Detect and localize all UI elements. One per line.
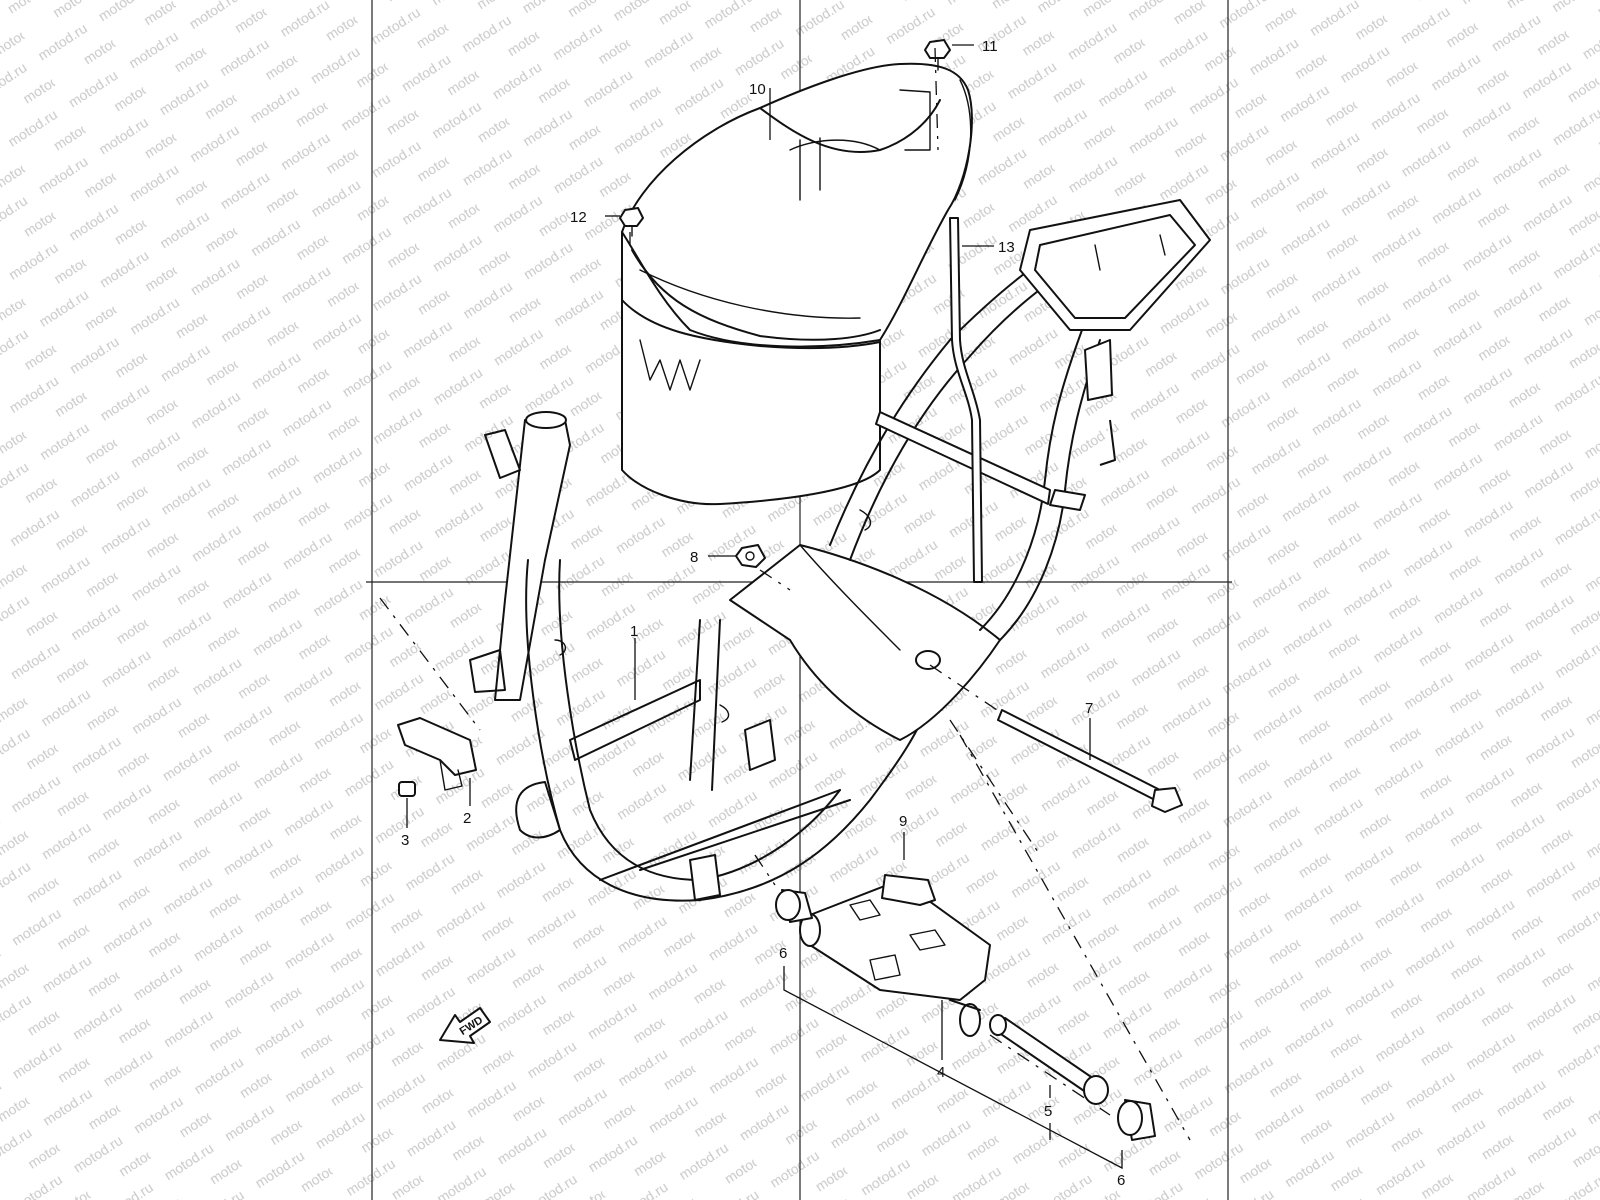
bushing-part-upper — [775, 889, 813, 923]
bolt-part-11 — [924, 39, 951, 71]
long-bolt-part — [997, 709, 1183, 813]
callout-5: 5 — [1044, 1103, 1052, 1120]
callout-10: 10 — [749, 81, 766, 98]
callout-1: 1 — [630, 623, 638, 640]
pivot-pipe-part — [989, 1014, 1109, 1105]
assembly-lines — [379, 47, 1191, 1141]
callout-3: 3 — [401, 832, 409, 849]
bolt-part-12 — [619, 207, 644, 237]
seat-box-part — [621, 62, 973, 506]
hose-part — [949, 217, 983, 583]
bracket-part — [397, 717, 477, 791]
rubber-pad-part — [881, 874, 936, 906]
pivot-bracket-part — [799, 879, 991, 1037]
callout-6-upper: 6 — [779, 945, 787, 962]
callout-2: 2 — [463, 810, 471, 827]
callout-12: 12 — [570, 209, 587, 226]
callout-4: 4 — [937, 1064, 945, 1081]
leader-lines — [406, 44, 1123, 1170]
callout-13: 13 — [998, 239, 1015, 256]
callout-9: 9 — [899, 813, 907, 830]
callout-6-lower: 6 — [1117, 1172, 1125, 1189]
callout-labels: 1 2 3 4 5 6 6 7 8 9 10 11 12 13 — [401, 38, 1125, 1189]
frame-body-part — [469, 199, 1211, 902]
bushing-part-lower — [1117, 1099, 1156, 1141]
nut-part — [398, 781, 416, 797]
callout-8: 8 — [690, 549, 698, 566]
callout-7: 7 — [1085, 700, 1093, 717]
callout-11: 11 — [982, 38, 998, 55]
